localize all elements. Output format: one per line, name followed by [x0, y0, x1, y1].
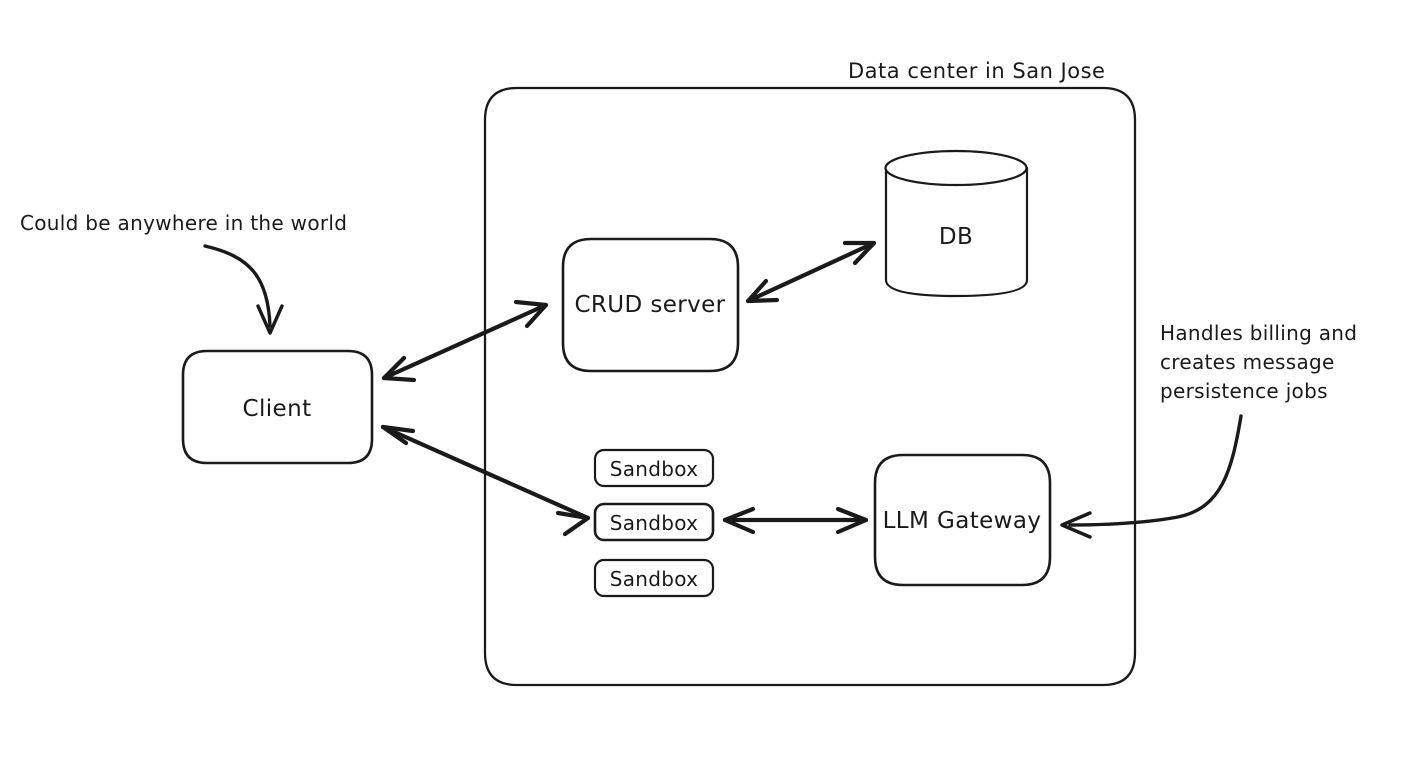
sandbox-2-label: Sandbox — [610, 511, 699, 535]
gateway-note-line-3: persistence jobs — [1160, 379, 1328, 403]
llm-gateway-label: LLM Gateway — [883, 508, 1042, 534]
node-db[interactable]: DB — [884, 149, 1029, 298]
client-sandbox-arrowhead-left — [380, 424, 416, 446]
node-sandbox-3[interactable]: Sandbox — [593, 558, 715, 598]
db-cylinder-top — [884, 149, 1028, 187]
annotation-gateway-note: Handles billing and creates message pers… — [1060, 321, 1357, 539]
node-llm-gateway[interactable]: LLM Gateway — [873, 453, 1052, 587]
client-box-outline — [181, 349, 374, 465]
gateway-note-line-2: creates message — [1160, 350, 1335, 374]
gateway-note-arrowhead — [1060, 511, 1092, 539]
db-cylinder-body — [884, 166, 1029, 298]
node-client[interactable]: Client — [181, 349, 374, 465]
client-note-arrowhead — [256, 304, 284, 335]
sandbox-1-box-outline — [593, 448, 715, 488]
client-note-text: Could be anywhere in the world — [20, 211, 347, 235]
crud-server-box-outline — [561, 237, 740, 373]
client-crud-line — [381, 302, 549, 381]
node-sandbox-1[interactable]: Sandbox — [593, 448, 715, 488]
sandbox-2-box-outline — [593, 502, 715, 542]
connector-sandbox-llm-gateway[interactable] — [722, 506, 869, 535]
db-label: DB — [939, 224, 973, 250]
data-center-title: Data center in San Jose — [848, 59, 1105, 83]
crud-db-arrowhead-right — [842, 240, 877, 266]
llm-gateway-box-outline — [873, 453, 1052, 587]
client-note-curve — [203, 244, 272, 328]
client-crud-arrowhead-left — [381, 355, 417, 383]
gateway-note-curve — [1068, 414, 1243, 527]
sandbox-1-label: Sandbox — [610, 457, 699, 481]
connector-client-crud-server[interactable] — [381, 299, 549, 383]
connector-crud-server-db[interactable] — [745, 240, 877, 304]
node-crud-server[interactable]: CRUD server — [561, 237, 740, 373]
client-sandbox-arrowhead-right — [555, 510, 591, 537]
crud-server-label: CRUD server — [574, 292, 725, 318]
crud-db-arrowhead-left — [745, 278, 780, 304]
sandbox-3-label: Sandbox — [610, 567, 699, 591]
client-crud-arrowhead-right — [513, 299, 549, 329]
client-label: Client — [243, 396, 312, 422]
sandbox-3-box-outline — [593, 558, 715, 598]
sandbox-gateway-arrowhead-right — [835, 506, 869, 535]
data-center-container[interactable]: Data center in San Jose — [483, 59, 1137, 687]
connector-client-sandbox[interactable] — [380, 424, 591, 537]
client-sandbox-line — [380, 424, 591, 521]
annotation-client-note: Could be anywhere in the world — [20, 211, 347, 335]
data-center-boundary — [483, 86, 1137, 687]
sandbox-gateway-arrowhead-left — [722, 506, 756, 535]
gateway-note-line-1: Handles billing and — [1160, 321, 1357, 345]
crud-db-line — [745, 240, 877, 304]
node-sandbox-2[interactable]: Sandbox — [593, 502, 715, 542]
